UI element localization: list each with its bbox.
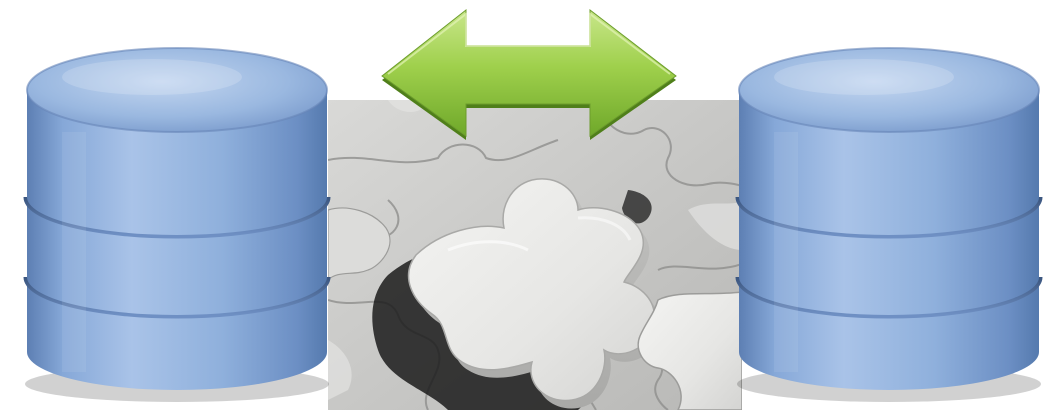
left-database-icon (22, 32, 332, 406)
puzzle-pieces-image (328, 100, 742, 410)
double-headed-arrow-icon (378, 6, 680, 140)
right-database-icon (734, 32, 1044, 406)
